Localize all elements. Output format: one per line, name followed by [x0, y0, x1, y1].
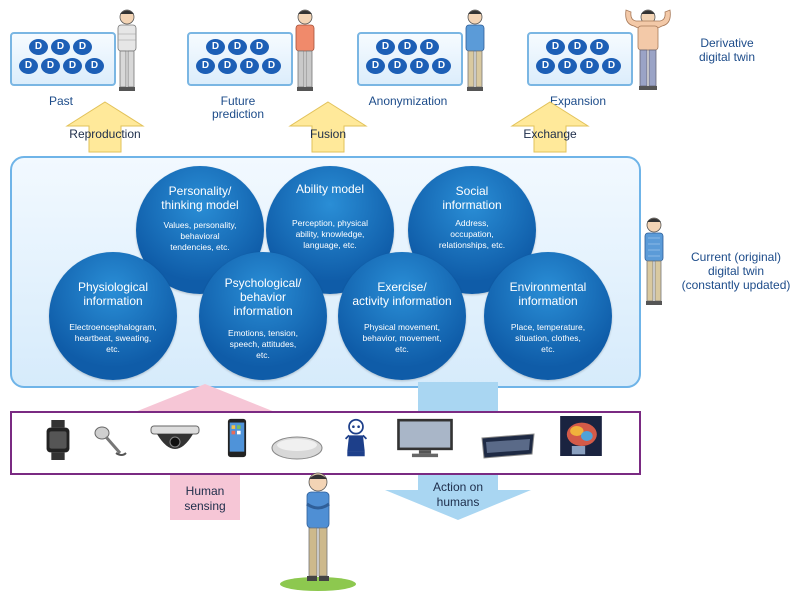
- d-chip: D: [546, 39, 565, 55]
- label-reproduction: Reproduction: [69, 127, 141, 141]
- circle-environmental: Environmental information Place, tempera…: [484, 252, 612, 380]
- circle-desc: Address, occupation, relationships, etc.: [438, 218, 506, 250]
- d-chip: D: [568, 39, 587, 55]
- circle-title: Ability model: [295, 182, 365, 196]
- d-chip: D: [536, 58, 555, 74]
- d-chip: D: [366, 58, 385, 74]
- d-chip: D: [388, 58, 407, 74]
- d-chip: D: [29, 39, 48, 55]
- label-human-sensing: Human sensing: [184, 484, 226, 513]
- label-current-digital-twin: Current (original) digital twin (constan…: [681, 250, 791, 292]
- dome-camera-icon: [150, 425, 200, 449]
- fusion-arrow: [288, 101, 368, 153]
- d-chip: D: [432, 58, 451, 74]
- d-chip: D: [602, 58, 621, 74]
- d-chip: D: [218, 58, 237, 74]
- microphone-icon: [94, 426, 127, 456]
- circle-title: Psychological/ behavior information: [224, 276, 302, 318]
- d-chip: D: [228, 39, 247, 55]
- d-chip: D: [73, 39, 92, 55]
- d-chip: D: [85, 58, 104, 74]
- circle-desc: Place, temperature, situation, clothes, …: [510, 322, 586, 354]
- person-figure-past-icon: [117, 9, 137, 91]
- d-chip: D: [206, 39, 225, 55]
- person-figure-anonymization-icon: [465, 9, 485, 91]
- d-chip: D: [19, 58, 38, 74]
- label-anonymization: Anonymization: [368, 94, 448, 108]
- label-future-prediction: Future prediction: [211, 94, 265, 121]
- label-derivative-digital-twin: Derivative digital twin: [698, 36, 756, 64]
- smart-speaker-icon: [271, 436, 323, 460]
- circle-desc: Values, personality, behavioral tendenci…: [163, 220, 237, 252]
- circle-desc: Electroencephalogram, heartbeat, sweatin…: [69, 322, 157, 354]
- d-chip: D: [41, 58, 60, 74]
- smartphone-icon: [227, 418, 247, 458]
- label-expansion: Expansion: [549, 94, 607, 108]
- reproduction-arrow: [65, 101, 145, 153]
- person-figure-future-icon: [295, 9, 315, 91]
- brain-scan-icon: [560, 416, 602, 456]
- d-chip: D: [580, 58, 599, 74]
- circle-psychological: Psychological/ behavior information Emot…: [199, 252, 327, 380]
- d-chip: D: [376, 39, 395, 55]
- d-chip: D: [262, 58, 281, 74]
- d-chip: D: [420, 39, 439, 55]
- robot-icon: [344, 418, 368, 457]
- d-chip: D: [63, 58, 82, 74]
- person-figure-current-icon: [644, 217, 664, 305]
- circle-title: Environmental information: [509, 280, 587, 308]
- circle-desc: Perception, physical ability, knowledge,…: [291, 218, 369, 250]
- d-chip: D: [590, 39, 609, 55]
- circle-desc: Emotions, tension, speech, attitudes, et…: [228, 328, 298, 360]
- d-chip: D: [240, 58, 259, 74]
- sensing-device-bar: [10, 411, 641, 475]
- d-chip: D: [250, 39, 269, 55]
- circle-physiological: Physiological information Electroencepha…: [49, 252, 177, 380]
- d-chip: D: [51, 39, 70, 55]
- label-action-on-humans: Action on humans: [432, 480, 484, 509]
- circle-title: Exercise/ activity information: [352, 280, 452, 308]
- exchange-arrow: [510, 101, 590, 153]
- circle-title: Social information: [442, 184, 502, 212]
- d-chip: D: [410, 58, 429, 74]
- human-figure-icon: [280, 472, 356, 591]
- circle-desc: Physical movement, behavior, movement, e…: [362, 322, 442, 354]
- d-chip: D: [196, 58, 215, 74]
- label-fusion: Fusion: [309, 127, 347, 141]
- muscular-person-figure-icon: [625, 9, 671, 90]
- monitor-icon: [397, 418, 453, 458]
- vr-goggles-icon: [481, 433, 535, 459]
- label-exchange: Exchange: [523, 127, 577, 141]
- circle-title: Physiological information: [77, 280, 149, 308]
- d-chip: D: [558, 58, 577, 74]
- label-past: Past: [48, 94, 73, 108]
- smartwatch-icon: [46, 420, 70, 460]
- circle-exercise: Exercise/ activity information Physical …: [338, 252, 466, 380]
- d-chip: D: [398, 39, 417, 55]
- circle-title: Personality/ thinking model: [161, 184, 239, 212]
